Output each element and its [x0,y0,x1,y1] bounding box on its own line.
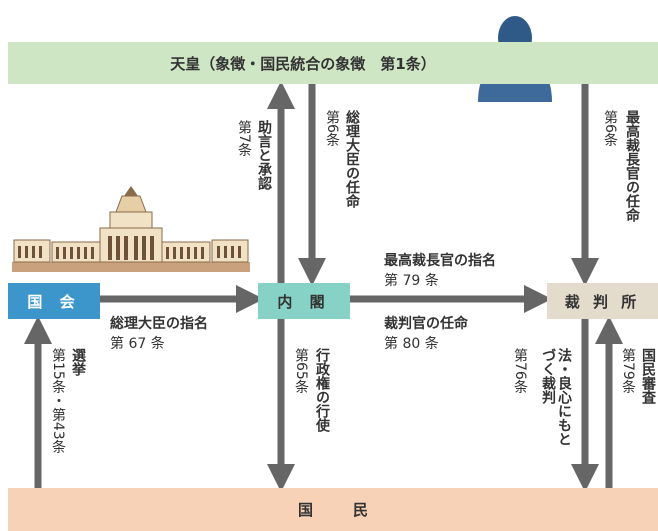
appoint-chief-title: 最高裁長官の任命 [624,110,640,222]
justice-title: 法・良心にもとづく裁判 [540,348,572,446]
nominate-pm-title: 総理大臣の指名 [110,316,208,332]
people-label: 国民 [297,501,408,519]
justice-article: 第76条 [512,348,528,394]
cabinet-node: 内 閣 [258,283,350,319]
appoint-judges-title: 裁判官の任命 [384,316,468,332]
emperor-label: 天皇（象徴・国民統合の象徴 第1条） [170,54,436,73]
advice-article: 第7条 [236,120,252,157]
appoint-pm-article: 第6条 [324,110,340,147]
appoint-judges-article: 第 80 条 [384,336,439,352]
designate-chief-title: 最高裁長官の指名 [384,253,496,269]
appoint-pm-title: 総理大臣の任命 [344,110,360,208]
advice-title: 助言と承認 [256,120,272,190]
review-title: 国民審査 [640,348,656,404]
nominate-pm-article: 第 67 条 [110,336,165,352]
executive-title: 行政権の行使 [314,348,330,432]
election-title: 選挙 [70,348,86,376]
review-article: 第79条 [620,348,636,394]
executive-article: 第65条 [293,348,309,394]
diet-building-icon [12,186,250,272]
emperor-band: 天皇（象徴・国民統合の象徴 第1条） [8,42,658,84]
court-node: 裁 判 所 [547,283,658,319]
election-article: 第15条・第43条 [50,348,66,454]
appoint-chief-article: 第6条 [602,110,618,147]
designate-chief-article: 第 79 条 [384,273,439,289]
diet-node: 国 会 [8,283,100,319]
people-band: 国民 [8,488,658,531]
